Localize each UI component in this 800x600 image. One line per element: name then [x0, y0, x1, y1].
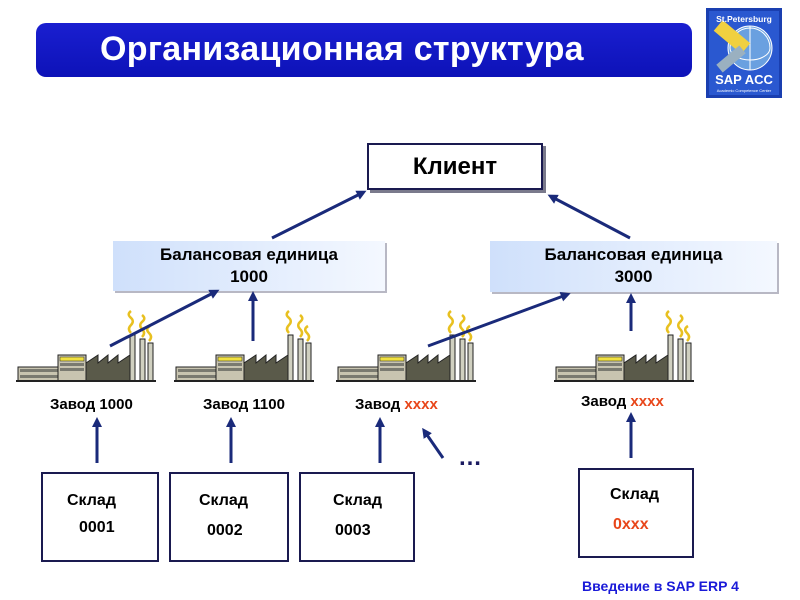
company-code-label: Балансовая единица	[160, 245, 338, 264]
arrow-be1000-to-client	[271, 190, 367, 240]
sap-acc-logo: St.Petersburg SAP ACC Academic Competenc…	[706, 8, 782, 98]
factory-icon	[172, 309, 316, 384]
svg-text:SAP ACC: SAP ACC	[715, 72, 773, 87]
warehouse-box-0xxx: Склад 0xxx	[578, 468, 694, 558]
warehouse-number: 0xxx	[613, 516, 649, 533]
warehouse-label: Склад	[333, 492, 382, 509]
warehouse-box-0003: Склад 0003	[299, 472, 415, 562]
footer-page-label: Введение в SAP ERP 4	[582, 578, 739, 594]
warehouse-label: Склад	[67, 492, 116, 509]
svg-text:St.Petersburg: St.Petersburg	[716, 14, 772, 24]
svg-text:Academic Competence Center: Academic Competence Center	[717, 88, 772, 93]
company-code-number: 3000	[614, 267, 653, 286]
plant-label-xxxx-2: Завод xxxx	[581, 393, 664, 410]
factory-icon	[334, 309, 478, 384]
warehouse-number: 0002	[207, 522, 243, 539]
factory-icon	[552, 309, 696, 384]
warehouse-number: 0003	[335, 522, 371, 539]
title-bar	[36, 23, 692, 77]
client-label: Клиент	[412, 153, 498, 180]
plant-label-xxxx: Завод xxxx	[355, 396, 438, 413]
warehouse-label: Склад	[199, 492, 248, 509]
arrow-more-to-plant	[422, 427, 445, 459]
company-code-box-1000: Балансовая единица 1000	[113, 241, 385, 291]
ellipsis: …	[458, 444, 485, 471]
arrow-be3000-to-client	[547, 194, 631, 240]
company-code-box-3000: Балансовая единица 3000	[490, 241, 777, 292]
factory-icon	[14, 309, 158, 384]
warehouse-number: 0001	[79, 519, 115, 536]
warehouse-box-0001: Склад 0001	[41, 472, 159, 562]
company-code-label: Балансовая единица	[544, 245, 723, 264]
plant-label-1000: Завод 1000	[50, 396, 133, 413]
company-code-number: 1000	[230, 267, 268, 286]
page-title: Организационная структура	[100, 30, 584, 68]
arrow-plantxxxx-to-be	[427, 292, 571, 348]
plant-label-1100: Завод 1100	[203, 396, 285, 413]
client-box: Клиент	[367, 143, 543, 190]
warehouse-box-0002: Склад 0002	[169, 472, 289, 562]
warehouse-label: Склад	[610, 486, 659, 503]
arrow-plant1000-to-be	[109, 289, 220, 348]
